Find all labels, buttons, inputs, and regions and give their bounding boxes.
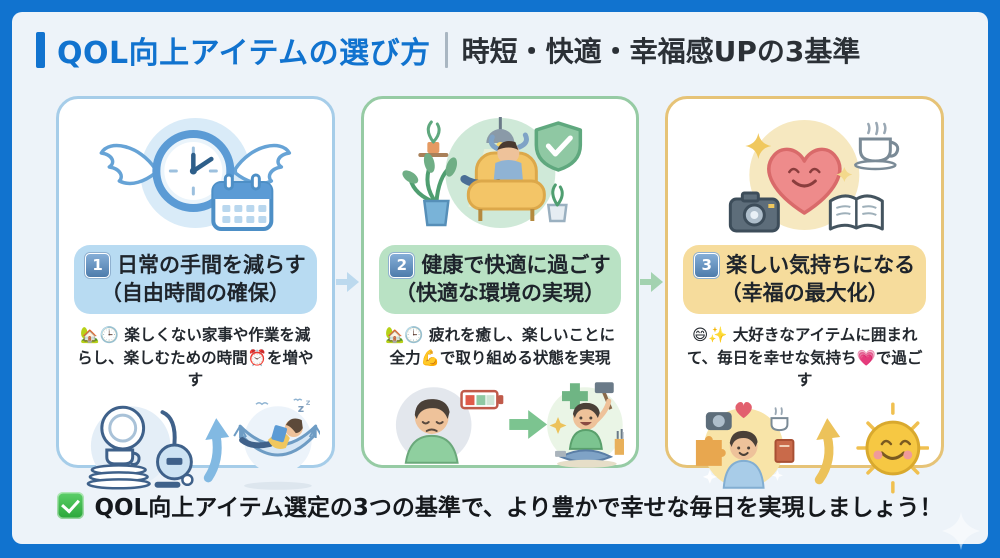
card-description: 🏡🕒 疲れを癒し、楽しいことに全力💪で取り組める状態を実現 <box>385 326 615 367</box>
favorite-items-to-sun-illustration <box>696 401 930 494</box>
chores-to-hammock-illustration: z z <box>86 398 320 490</box>
card-title-badge: 2 健康で快適に過ごす （快適な環境の実現） <box>378 245 622 315</box>
card-reduce-daily-chores: 1 日常の手間を減らす （自由時間の確保） 🏡🕒 楽しくない家事や作業を減らし、… <box>56 96 335 490</box>
arrow-right-icon <box>640 272 664 292</box>
card-title-badge: 1 日常の手間を減らす （自由時間の確保） <box>74 245 317 315</box>
card-healthy-comfort: 2 健康で快適に過ごす （快適な環境の実現） 🏡🕒 疲れを癒し、楽しいことに全力… <box>360 96 640 469</box>
footer-callout: QOL向上アイテム選定の3つの基準で、より豊かで幸せな毎日を実現しましょう！ <box>12 488 988 522</box>
card-description: 🏡🕒 楽しくない家事や作業を減らし、楽しむための時間⏰を増やす <box>77 326 314 390</box>
card-title: 日常の手間を減らす <box>117 253 306 277</box>
card-subtitle: （快適な環境の実現） <box>395 280 605 305</box>
arrow-right-icon <box>335 272 359 292</box>
card-feel-happy: 3 楽しい気持ちになる （幸福の最大化） 😄✨ 大好きなアイテムに囲まれて、毎日… <box>665 96 945 494</box>
arrow-2-to-3 <box>639 96 665 468</box>
footer-text: QOL向上アイテム選定の3つの基準で、より豊かで幸せな毎日を実現しましょう！ <box>94 495 943 521</box>
title-accent-bar-icon <box>36 32 45 68</box>
winged-clock-calendar-illustration <box>99 118 292 231</box>
smiling-heart-illustration <box>729 120 900 233</box>
card-title: 健康で快適に過ごす <box>421 253 611 277</box>
card-description: 😄✨ 大好きなアイテムに囲まれて、毎日を幸せな気持ち💗で過ごす <box>686 326 923 390</box>
svg-text:z: z <box>306 398 311 407</box>
poster-background: QOL向上アイテムの選び方 時短・快適・幸福感UPの3基準 <box>12 12 988 544</box>
page-title: QOL向上アイテムの選び方 <box>57 36 431 71</box>
arrow-1-to-2 <box>335 96 361 468</box>
card-title-badge: 3 楽しい気持ちになる （幸福の最大化） <box>683 245 927 315</box>
svg-text:z: z <box>298 402 304 415</box>
keycap-2-icon: 2 <box>389 253 415 279</box>
keycap-3-icon: 3 <box>694 253 720 279</box>
page-subtitle: 時短・快適・幸福感UPの3基準 <box>461 35 861 68</box>
keycap-1-icon: 1 <box>85 253 111 279</box>
check-icon <box>57 491 85 519</box>
relaxing-armchair-illustration <box>402 117 582 228</box>
sparkle-watermark-icon <box>942 512 980 550</box>
card-title: 楽しい気持ちになる <box>726 253 916 277</box>
header: QOL向上アイテムの選び方 時短・快適・幸福感UPの3基準 <box>36 28 860 72</box>
title-divider-icon <box>444 32 448 68</box>
card-subtitle: （幸福の最大化） <box>720 280 889 305</box>
criteria-cards-row: 1 日常の手間を減らす （自由時間の確保） 🏡🕒 楽しくない家事や作業を減らし、… <box>56 96 945 494</box>
card-subtitle: （自由時間の確保） <box>100 280 290 305</box>
tired-to-energized-illustration <box>395 382 625 469</box>
